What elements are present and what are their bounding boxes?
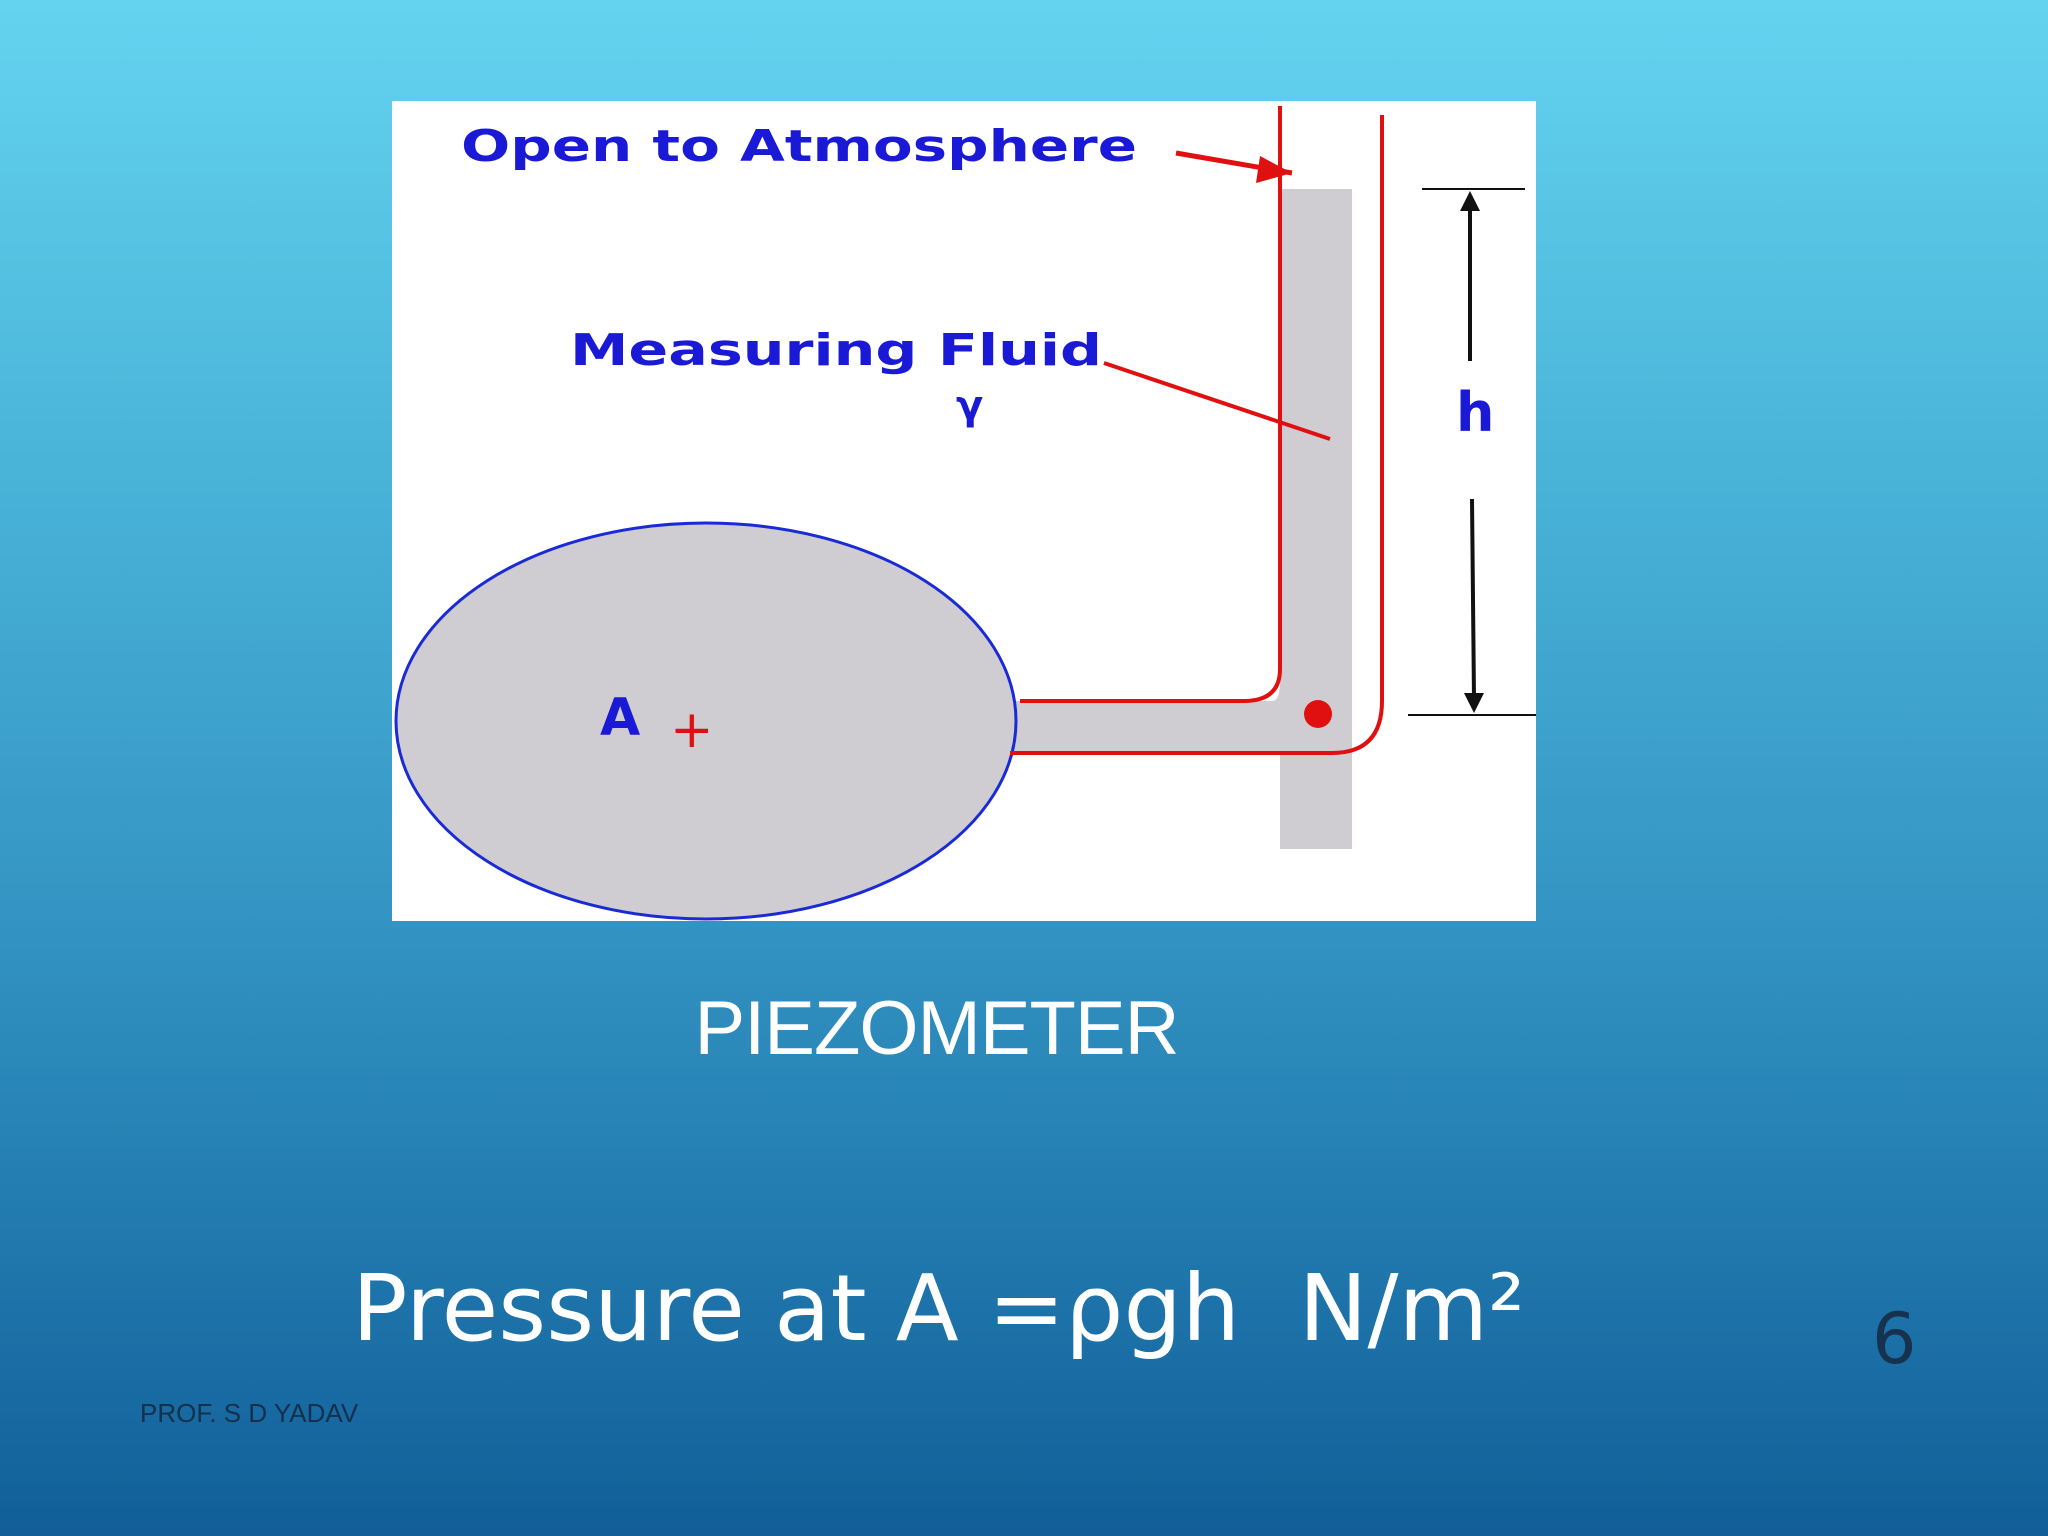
height-label: h: [1456, 381, 1494, 444]
bend-point-marker: [1304, 700, 1332, 728]
gamma-symbol: γ: [956, 383, 983, 429]
diagram-caption: PIEZOMETER: [694, 986, 1179, 1071]
atmosphere-pointer-head: [1256, 156, 1292, 183]
connector-fluid: [952, 681, 1352, 753]
tube-outer-wall: [1010, 115, 1384, 755]
height-arrow-up-head: [1460, 191, 1480, 211]
point-a-plus: +: [670, 700, 714, 760]
tube-inner-wall: [1020, 106, 1282, 703]
slide-number: 6: [1872, 1298, 1917, 1380]
measuring-fluid-label: Measuring Fluid: [570, 325, 1102, 376]
pressure-formula: Pressure at A =ρgh N/m²: [352, 1255, 1525, 1362]
footer-author: PROF. S D YADAV: [140, 1398, 359, 1428]
vessel: [394, 521, 1018, 921]
piezometer-diagram: Open to Atmosphere Measuring Fluid γ h A…: [392, 101, 1536, 921]
height-arrow-down-head: [1464, 693, 1484, 713]
open-to-atmosphere-label: Open to Atmosphere: [461, 121, 1137, 172]
fluid-pointer: [1103, 361, 1331, 441]
height-arrow-lower: [1470, 498, 1476, 700]
point-a-label: A: [600, 688, 640, 748]
